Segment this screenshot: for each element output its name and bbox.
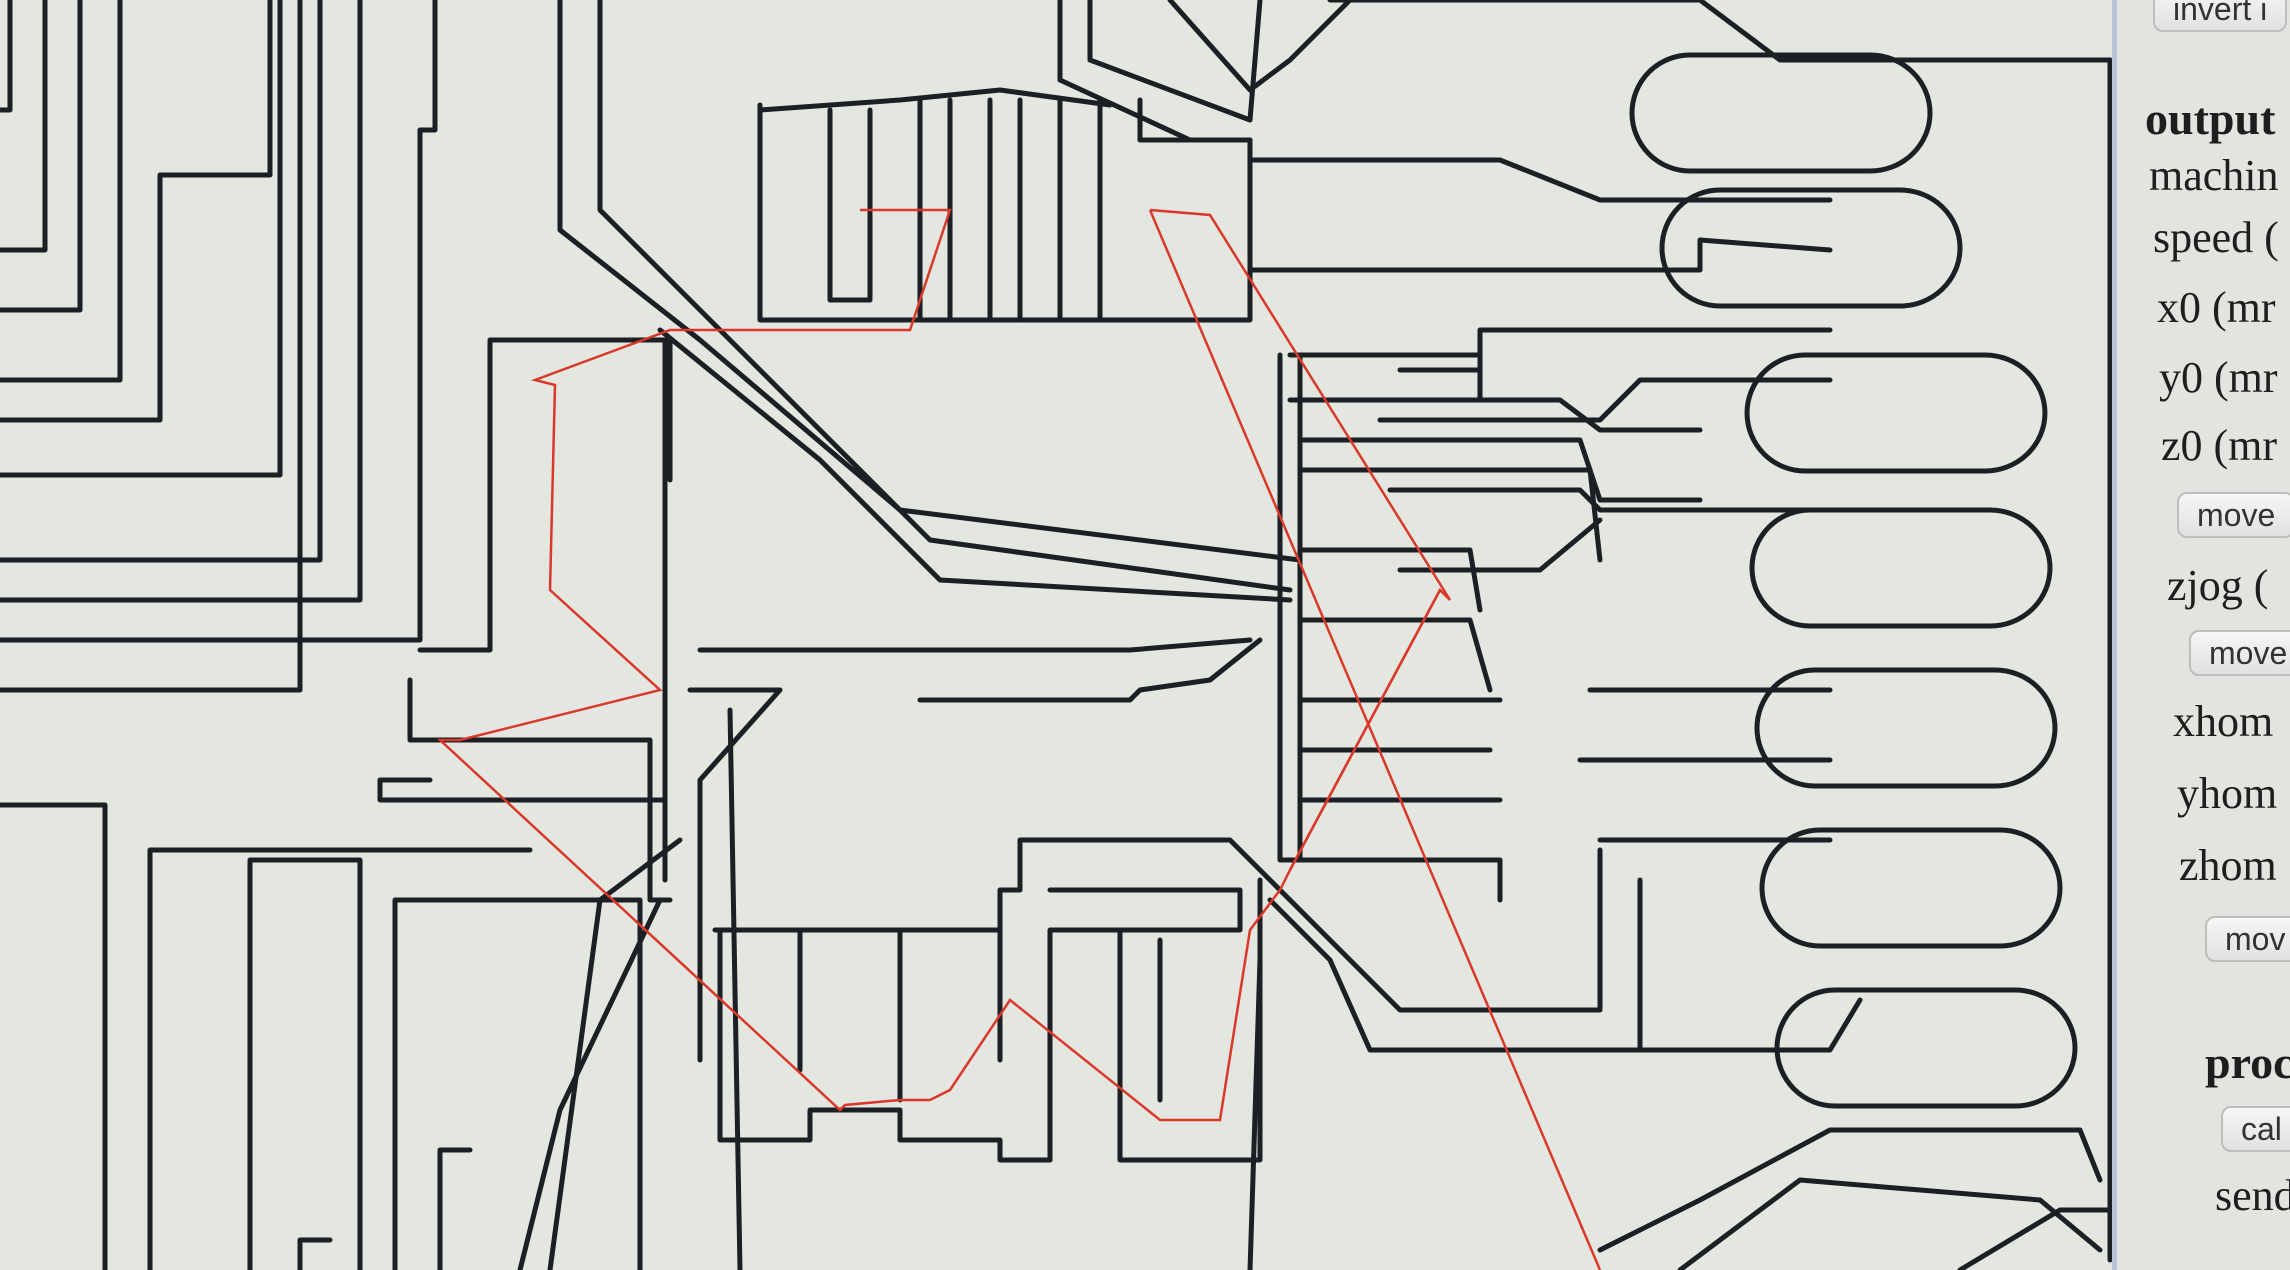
trace-connector-14 xyxy=(1957,1207,2113,1270)
pad-outline-2 xyxy=(1744,352,2048,474)
trace-connector-13 xyxy=(1677,1177,2103,1270)
pad-outline-4 xyxy=(1754,667,2058,789)
ic-right-5 xyxy=(1297,547,1483,613)
ic-right-11 xyxy=(1287,847,1603,1013)
trace-diag-7 xyxy=(517,897,663,1270)
trace-connector-4 xyxy=(1387,487,1833,513)
z0-label: z0 (mr xyxy=(2161,421,2278,470)
ic-bottom-2 xyxy=(1047,887,1243,1163)
ic-right-10 xyxy=(1297,857,1503,903)
trace-left-9 xyxy=(0,0,303,693)
chip-outline-8 xyxy=(987,97,1023,323)
trace-diag-0 xyxy=(557,0,1303,563)
ic-right-4 xyxy=(1297,467,1603,563)
speed-label: speed ( xyxy=(2153,213,2279,262)
trace-diag-3 xyxy=(697,637,1253,653)
trace-left-8 xyxy=(0,0,438,643)
trace-connector-9 xyxy=(1597,997,1863,1053)
chip-outline-5 xyxy=(757,87,1113,113)
trace-left-3 xyxy=(0,0,123,383)
trace-diag-10 xyxy=(1087,0,1263,123)
trace-diag-8 xyxy=(917,637,1263,703)
trace-diag-5 xyxy=(727,707,743,1270)
ic-bottom-0 xyxy=(712,837,1293,933)
rapid-move-path xyxy=(436,208,1452,1122)
trace-bottom-0 xyxy=(0,802,108,1270)
y0-label: y0 (mr xyxy=(2159,353,2278,402)
process-heading: proc xyxy=(2205,1037,2290,1088)
move-zjog-button[interactable]: move xyxy=(2189,630,2290,676)
ic-right-2 xyxy=(1287,397,1703,433)
ic-bottom-3 xyxy=(1117,927,1263,1163)
trace-connector-10 xyxy=(1327,0,2113,63)
chip-outline-0 xyxy=(417,337,673,653)
chip-outline-1 xyxy=(407,677,673,903)
ic-right-6 xyxy=(1297,617,1493,693)
ic-bottom-1 xyxy=(717,927,1053,1163)
trace-left-7 xyxy=(0,0,363,603)
rapid-move-return xyxy=(1288,589,1442,871)
trace-bottom-5 xyxy=(297,1237,333,1270)
trace-bottom-3 xyxy=(392,897,643,1270)
trace-left-2 xyxy=(0,0,83,313)
trace-diag-6 xyxy=(547,837,683,1270)
trace-diag-2 xyxy=(657,327,1293,603)
toolpath-drawing xyxy=(0,0,2113,1270)
pad-outline-0 xyxy=(1629,52,1933,174)
toolpath-preview-canvas[interactable] xyxy=(0,0,2120,1270)
send-label: send xyxy=(2215,1171,2290,1220)
calculate-button[interactable]: cal xyxy=(2221,1106,2290,1152)
rapid-move-exit xyxy=(1148,209,1602,1270)
zjog-label: zjog ( xyxy=(2167,561,2269,610)
trace-bottom-4 xyxy=(437,1147,473,1270)
x0-label: x0 (mr xyxy=(2157,283,2276,332)
pad-outline-1 xyxy=(1659,187,1963,309)
xhome-label: xhom xyxy=(2173,697,2274,746)
ic-right-0 xyxy=(1277,352,1303,863)
trace-connector-2 xyxy=(1397,327,1833,373)
trace-connector-0 xyxy=(1247,157,1833,233)
trace-connector-5 xyxy=(1397,517,1603,573)
machine-label: machin xyxy=(2149,151,2279,200)
trace-connector-12 xyxy=(1597,1127,2103,1253)
yhome-label: yhom xyxy=(2177,769,2278,818)
zhome-label: zhom xyxy=(2179,841,2277,890)
move-home-button[interactable]: mov xyxy=(2205,916,2290,962)
trace-diag-1 xyxy=(597,0,1293,593)
trace-bottom-1 xyxy=(147,847,533,1270)
trace-left-5 xyxy=(0,0,283,478)
chip-outline-2 xyxy=(377,777,668,803)
pad-outline-6 xyxy=(1774,987,2078,1109)
trace-diag-9 xyxy=(1057,0,1253,143)
trace-connector-3 xyxy=(1377,377,1833,423)
move-button[interactable]: move xyxy=(2177,492,2290,538)
ic-right-12 xyxy=(1267,877,1643,1053)
output-heading: output xyxy=(2145,93,2276,144)
trace-diag-11 xyxy=(1167,0,1353,93)
ic-right-1 xyxy=(1287,352,1483,403)
trace-left-0 xyxy=(0,0,13,113)
trace-left-1 xyxy=(0,0,48,253)
trace-connector-1 xyxy=(1247,237,1833,273)
trace-left-4 xyxy=(0,0,273,423)
trace-bottom-2 xyxy=(247,857,363,1270)
chip-outline-6 xyxy=(827,107,873,303)
trace-diag-4 xyxy=(687,687,783,1063)
pad-outline-5 xyxy=(1759,827,2063,949)
control-panel: invert i output machin speed ( x0 (mr y0… xyxy=(2112,0,2290,1270)
pad-outline-3 xyxy=(1749,507,2053,629)
chip-outline-9 xyxy=(1057,97,1103,323)
trace-left-6 xyxy=(0,0,323,563)
invert-button[interactable]: invert i xyxy=(2153,0,2288,32)
